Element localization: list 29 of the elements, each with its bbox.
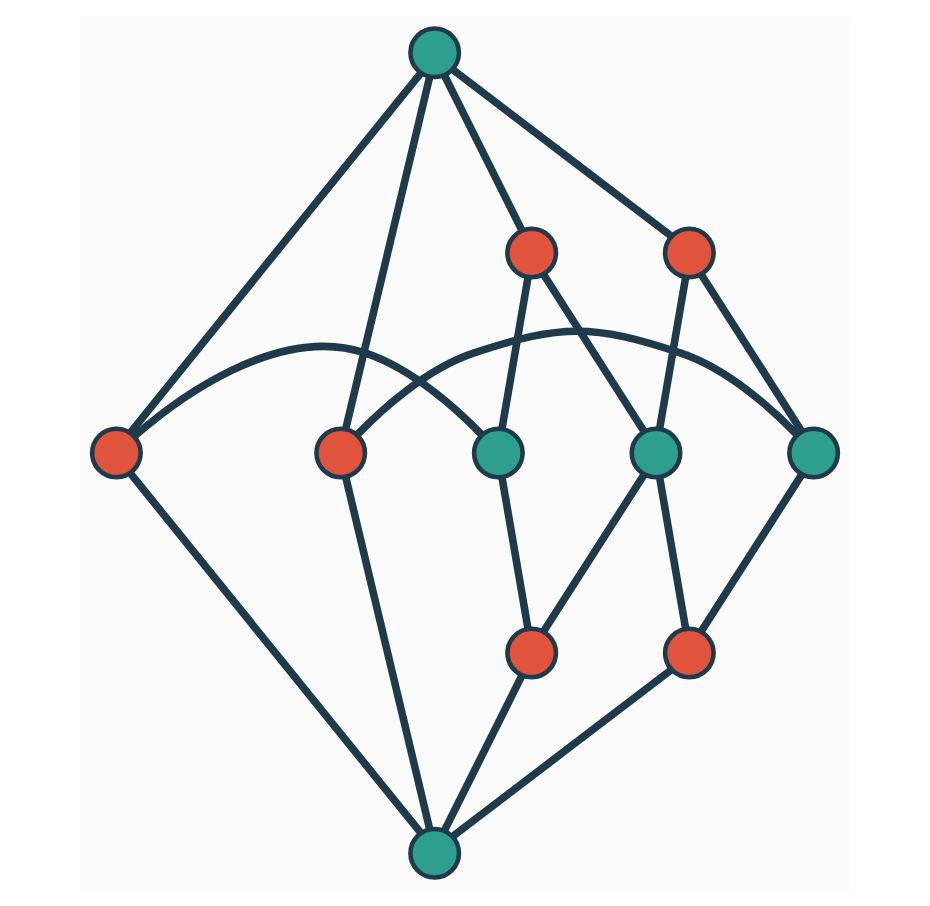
connector — [540, 273, 647, 433]
connector — [698, 273, 805, 433]
node-circle — [89, 426, 143, 480]
connector — [354, 327, 800, 438]
node-circle — [314, 426, 368, 480]
node-circle — [662, 226, 716, 280]
node-circle — [408, 826, 462, 880]
node-circle — [662, 626, 716, 680]
connector — [342, 76, 434, 430]
node-circle — [471, 426, 525, 480]
connector — [656, 477, 690, 629]
connector — [131, 342, 485, 440]
connector — [498, 477, 532, 629]
node-circle — [408, 26, 462, 80]
connector — [450, 667, 674, 840]
connector — [498, 277, 532, 429]
connector — [440, 673, 526, 833]
connector — [450, 66, 674, 240]
connector — [540, 473, 647, 633]
connector — [342, 476, 434, 830]
connector — [127, 71, 424, 436]
node-circle — [505, 626, 559, 680]
connector — [440, 73, 526, 233]
connector — [698, 473, 805, 633]
node-circle — [787, 426, 841, 480]
node-circle — [505, 226, 559, 280]
connector — [127, 471, 424, 836]
connector — [656, 277, 690, 429]
node-circle — [629, 426, 683, 480]
